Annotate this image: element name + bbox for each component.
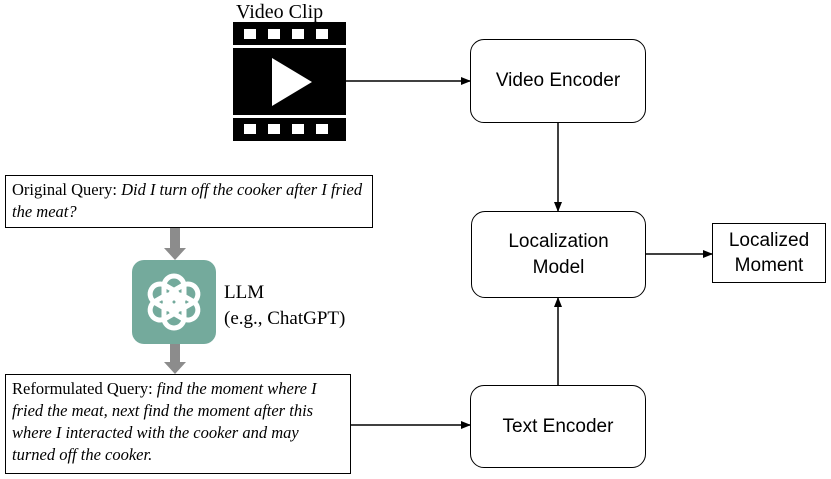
- video-clip-label: Video Clip: [236, 1, 324, 23]
- localized-moment-box: Localized Moment: [712, 223, 826, 283]
- video-encoder-box: Video Encoder: [470, 39, 646, 123]
- llm-label: LLM (e.g., ChatGPT): [224, 280, 345, 332]
- reformulated-query-text: find the moment where I fried the meat, …: [12, 379, 317, 464]
- llm-label-line1: LLM: [224, 282, 265, 303]
- video-clip-film-icon: [233, 22, 346, 141]
- llm-label-line2: (e.g., ChatGPT): [224, 308, 346, 329]
- text-encoder-box: Text Encoder: [470, 385, 646, 468]
- original-query-text: Did I turn off the cooker after I fried …: [12, 180, 363, 221]
- reformulated-query-prefix: Reformulated Query:: [12, 379, 157, 398]
- gray-arrow-llm-to-reformulated: [164, 344, 186, 374]
- original-query-prefix: Original Query:: [12, 180, 122, 199]
- localized-moment-label-line2: Moment: [734, 255, 804, 276]
- localization-model-label-line2: Model: [532, 256, 585, 278]
- reformulated-query-box: Reformulated Query: find the moment wher…: [5, 374, 351, 474]
- localization-model-label-line1: Localization: [508, 230, 609, 252]
- original-query-box: Original Query: Did I turn off the cooke…: [5, 175, 373, 228]
- openai-logo-icon: [132, 260, 216, 344]
- localization-model-box: Localization Model: [471, 211, 646, 298]
- video-encoder-label: Video Encoder: [495, 70, 621, 91]
- localized-moment-label-line1: Localized: [728, 230, 810, 251]
- text-encoder-label: Text Encoder: [502, 415, 614, 437]
- gray-arrow-query-to-llm: [164, 228, 186, 260]
